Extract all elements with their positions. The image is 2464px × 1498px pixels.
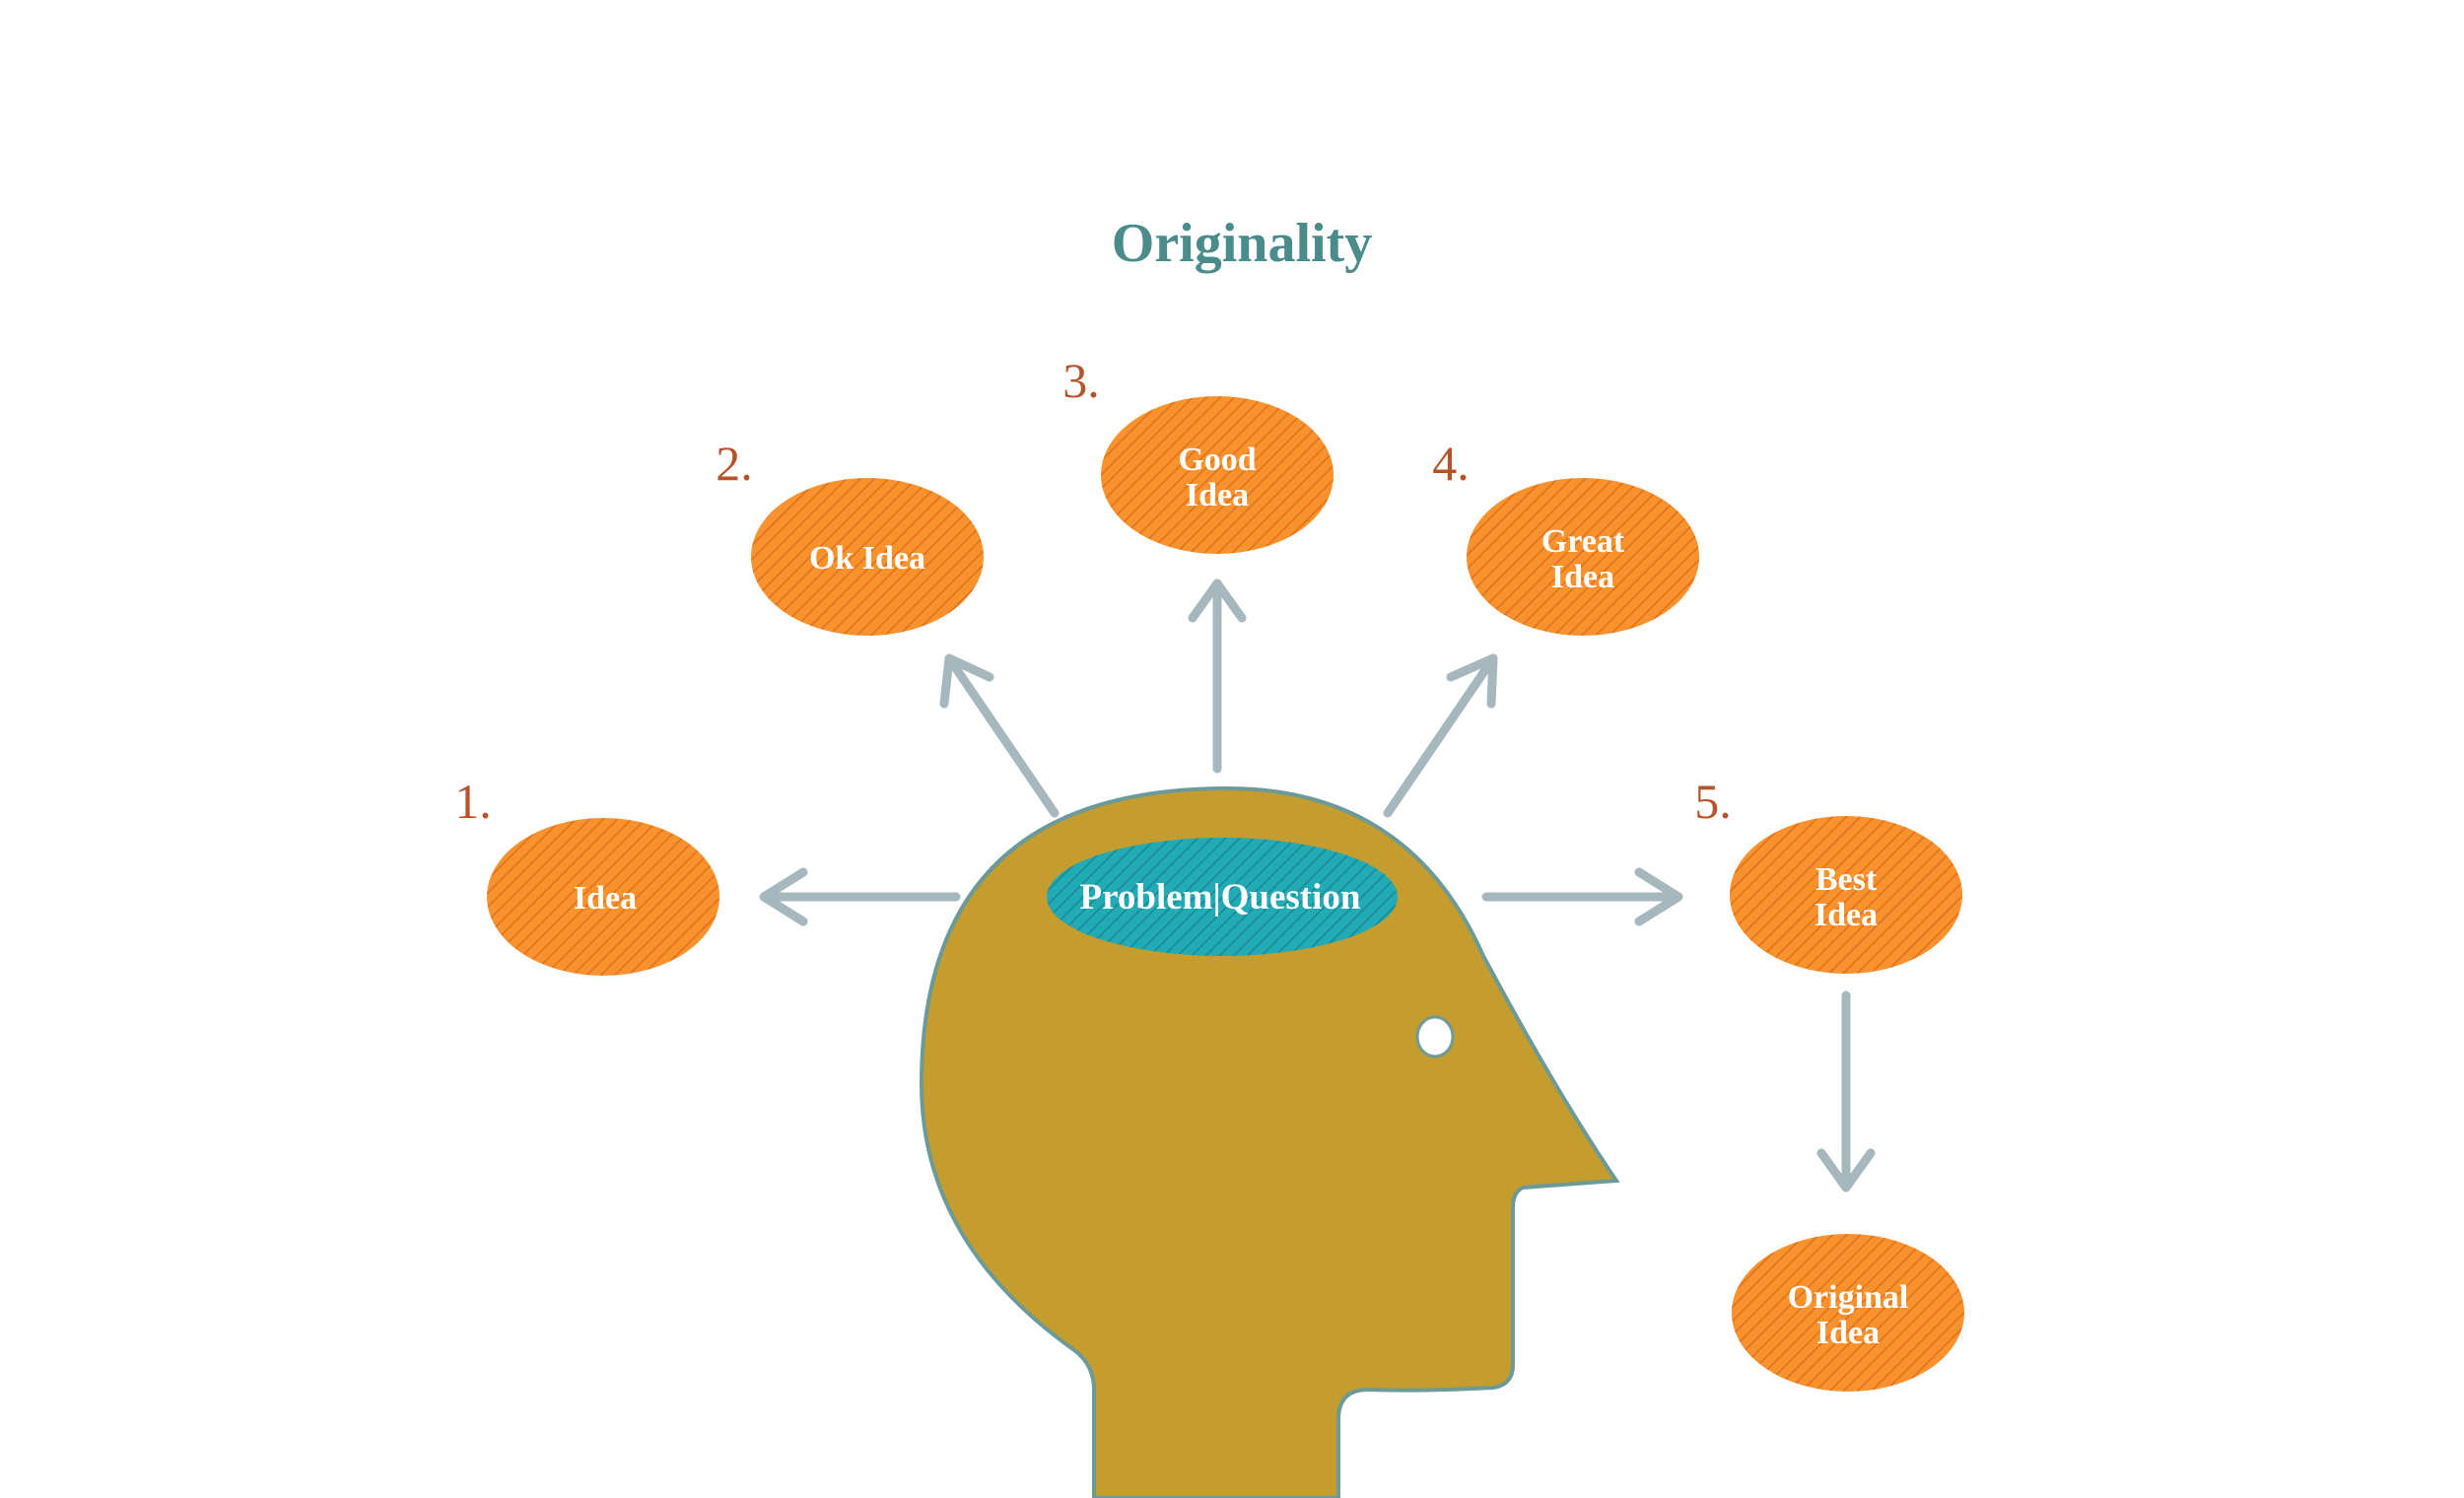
original-idea-ellipse bbox=[1732, 1234, 1964, 1392]
arrow-to-idea bbox=[759, 867, 961, 926]
great-idea-ellipse bbox=[1467, 478, 1699, 636]
diagram-title: Originality bbox=[1112, 213, 1372, 274]
step-number-2: 2. bbox=[716, 436, 753, 491]
idea-ellipse bbox=[487, 818, 719, 976]
step-number-1: 1. bbox=[454, 774, 492, 829]
step-number-5: 5. bbox=[1694, 774, 1732, 829]
node-original: Original Idea bbox=[1732, 1234, 1964, 1392]
good-idea-label-line-2: Idea bbox=[1186, 477, 1249, 513]
arrow-to-great-idea bbox=[1383, 653, 1498, 818]
step-number-3: 3. bbox=[1062, 353, 1100, 408]
original-idea-label-line-1: Original bbox=[1788, 1279, 1909, 1316]
great-idea-label-line-1: Great bbox=[1541, 523, 1625, 560]
great-idea-label-line-2: Idea bbox=[1551, 559, 1614, 595]
ok-idea-ellipse bbox=[751, 478, 984, 636]
arrow-to-ok-idea bbox=[939, 653, 1060, 818]
arrow-to-original-idea bbox=[1816, 990, 1876, 1192]
good-idea-label-line-1: Good bbox=[1178, 442, 1256, 478]
best-idea-ellipse bbox=[1730, 816, 1962, 974]
problem-question-ellipse bbox=[1047, 838, 1398, 956]
idea-label: Idea bbox=[574, 880, 637, 917]
good-idea-ellipse bbox=[1101, 396, 1334, 554]
best-idea-label-line-1: Best bbox=[1815, 861, 1878, 898]
step-number-4: 4. bbox=[1432, 436, 1470, 491]
original-idea-label-line-2: Idea bbox=[1816, 1315, 1880, 1351]
arrow-to-best-idea bbox=[1481, 867, 1683, 926]
node-3: Good Idea 3. bbox=[1062, 353, 1334, 554]
node-5: Best Idea 5. bbox=[1694, 774, 1962, 974]
arrows bbox=[759, 579, 1876, 1192]
best-idea-label-line-2: Idea bbox=[1814, 897, 1878, 933]
eye bbox=[1415, 1015, 1455, 1058]
node-4: Great Idea 4. bbox=[1432, 436, 1699, 636]
arrow-to-good-idea bbox=[1188, 579, 1247, 774]
node-1: Idea 1. bbox=[454, 774, 719, 976]
head-silhouette bbox=[919, 785, 1620, 1498]
node-2: Ok Idea 2. bbox=[716, 436, 984, 636]
problem-question-label: Problem|Question bbox=[1080, 877, 1361, 918]
ok-idea-label: Ok Idea bbox=[809, 540, 925, 577]
